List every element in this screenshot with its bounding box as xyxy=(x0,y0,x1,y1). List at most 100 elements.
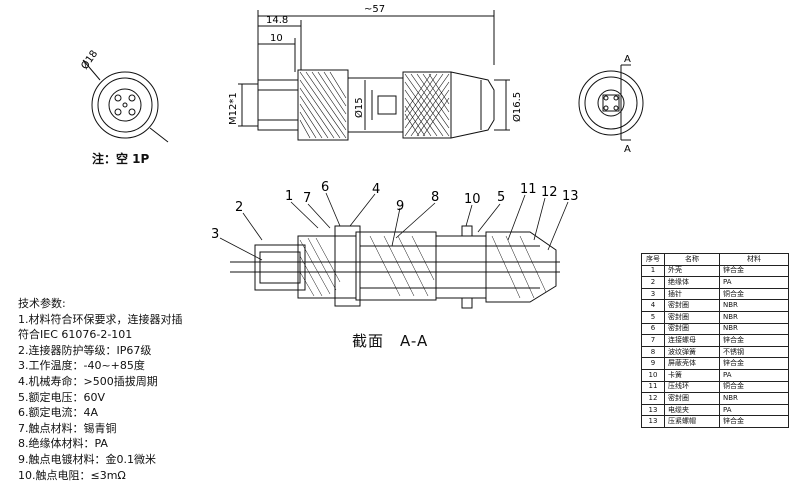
technical-specs: 技术参数: 1.材料符合环保要求，连接器对插 符合IEC 61076-2-101… xyxy=(18,296,218,483)
face-diameter-label: Ø18 xyxy=(79,48,101,72)
cell-material: PA xyxy=(719,368,789,382)
side-view xyxy=(238,10,495,141)
cell-no: 12 xyxy=(641,392,665,405)
cell-name: 插针 xyxy=(664,287,720,301)
body-diameter-label: Ø15 xyxy=(353,97,365,118)
front-length-label: 14.8 xyxy=(266,15,288,26)
cell-name: 卡簧 xyxy=(664,368,720,382)
callout-3: 3 xyxy=(211,227,219,242)
section-label: 截面 A-A xyxy=(352,332,429,350)
cell-material: 铜合金 xyxy=(719,287,789,301)
cell-name: 电缆夹 xyxy=(664,403,720,417)
callout-5: 5 xyxy=(497,190,505,205)
spec-line: 1.材料符合环保要求，连接器对插 xyxy=(18,312,183,326)
cell-no: 3 xyxy=(641,287,665,301)
spec-line: 符合IEC 61076-2-101 xyxy=(18,328,133,342)
note-label: 注：空 1P xyxy=(92,152,150,166)
cell-name: 密封圈 xyxy=(664,392,720,405)
cell-name: 密封圈 xyxy=(664,299,720,312)
cell-material: NBR xyxy=(719,299,789,312)
section-view xyxy=(230,225,560,309)
spec-line: 5.额定电压：60V xyxy=(18,390,106,404)
cell-no: 7 xyxy=(641,334,665,347)
cell-no: 4 xyxy=(641,299,665,312)
cell-name: 密封圈 xyxy=(664,310,720,324)
cell-material: NBR xyxy=(719,322,789,336)
callout-leaders xyxy=(219,192,569,261)
spec-line: 2.连接器防护等级：IP67级 xyxy=(18,343,152,357)
cell-name: 波纹弹簧 xyxy=(664,345,720,359)
callout-2: 2 xyxy=(235,200,243,215)
rear-view xyxy=(578,64,644,141)
callout-6: 6 xyxy=(321,180,329,195)
thread-size-label: M12*1 xyxy=(228,92,239,125)
cell-no: 13 xyxy=(641,415,665,428)
cell-material: PA xyxy=(719,403,789,417)
section-hatching xyxy=(299,235,547,299)
callout-10: 10 xyxy=(464,192,481,207)
callout-9: 9 xyxy=(396,199,404,214)
callout-7: 7 xyxy=(303,191,311,206)
callout-1: 1 xyxy=(285,189,293,204)
cell-name: 压紧螺帽 xyxy=(664,415,720,428)
rear-diameter-label: Ø16.5 xyxy=(511,92,523,122)
cell-name: 连接螺母 xyxy=(664,334,720,347)
spec-line: 3.工作温度：-40~+85度 xyxy=(18,359,145,373)
spec-line: 4.机械寿命：>500插拔周期 xyxy=(18,374,158,388)
cell-material: PA xyxy=(719,276,789,289)
section-mark-top: A xyxy=(624,54,631,65)
spec-line: 10.触点电阻：≤3mΩ xyxy=(18,468,126,482)
callout-13: 13 xyxy=(562,189,579,204)
callout-11: 11 xyxy=(520,182,537,197)
callout-8: 8 xyxy=(431,190,439,205)
cell-name: 屏蔽壳体 xyxy=(664,357,720,370)
cell-no: 11 xyxy=(641,380,665,394)
header-material: 材料 xyxy=(719,253,789,266)
cell-material: 锌合金 xyxy=(719,357,789,370)
cell-no: 5 xyxy=(641,310,665,324)
cell-material: NBR xyxy=(719,392,789,405)
cell-material: 锌合金 xyxy=(719,334,789,347)
cell-material: 不锈钢 xyxy=(719,345,789,359)
cell-material: 锌合金 xyxy=(719,415,789,428)
header-no: 序号 xyxy=(641,253,665,266)
cell-name: 绝缘体 xyxy=(664,276,720,289)
cell-no: 8 xyxy=(641,345,665,359)
rear-dimension-lines xyxy=(494,79,510,131)
spec-line: 技术参数: xyxy=(18,297,66,310)
cell-name: 密封圈 xyxy=(664,322,720,336)
cell-material: 铜合金 xyxy=(719,380,789,394)
cell-no: 6 xyxy=(641,322,665,336)
overall-length-label: ~57 xyxy=(364,4,385,15)
front-view xyxy=(82,59,169,143)
cell-no: 2 xyxy=(641,276,665,289)
cell-name: 压线环 xyxy=(664,380,720,394)
section-mark-bottom: A xyxy=(624,144,631,155)
cell-material: NBR xyxy=(719,310,789,324)
spec-line: 7.触点材料：锡青铜 xyxy=(18,421,117,435)
cell-no: 13 xyxy=(641,403,665,417)
callout-4: 4 xyxy=(372,182,380,197)
table-header-row: 序号 名称 材料 xyxy=(641,253,789,266)
cell-material: 锌合金 xyxy=(719,264,789,278)
cell-no: 1 xyxy=(641,264,665,278)
thread-length-label: 10 xyxy=(270,33,283,44)
spec-line: 8.绝缘体材料：PA xyxy=(18,437,108,451)
knurl-hatching xyxy=(299,71,450,139)
